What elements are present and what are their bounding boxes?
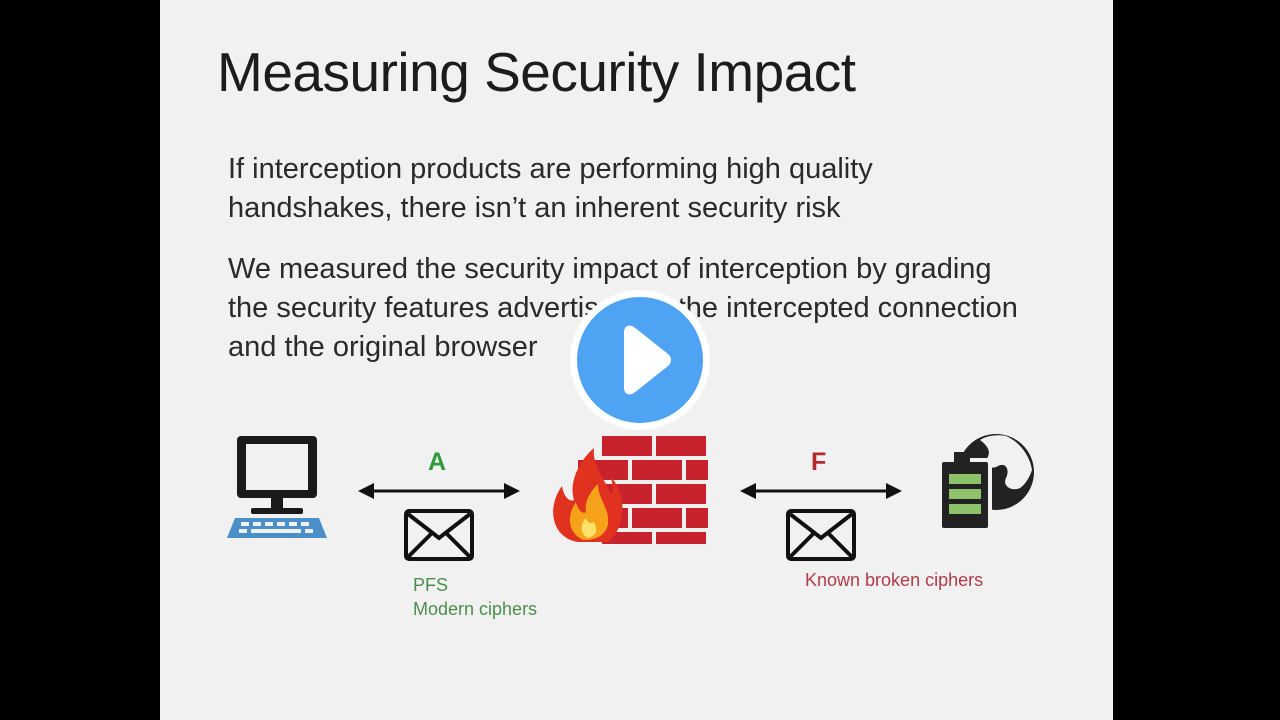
play-button[interactable] — [568, 288, 712, 432]
right-grade-label: F — [811, 448, 827, 476]
envelope-icon — [786, 509, 856, 561]
note-modern-ciphers: Modern ciphers — [413, 599, 538, 619]
computer-icon — [227, 436, 327, 538]
right-note: Known broken ciphers — [805, 570, 984, 590]
left-grade-label: A — [428, 448, 447, 476]
right-connection-arrow — [740, 483, 902, 499]
left-connection-arrow — [358, 483, 520, 499]
paragraph-1: If interception products are performing … — [228, 153, 873, 224]
firewall-icon — [553, 436, 708, 544]
server-globe-icon — [938, 434, 1034, 532]
note-pfs: PFS — [413, 575, 449, 595]
envelope-icon — [404, 509, 474, 561]
slide: Measuring Security Impact If interceptio… — [160, 0, 1113, 720]
slide-title: Measuring Security Impact — [217, 41, 856, 103]
play-icon — [624, 325, 671, 395]
left-notes: PFS Modern ciphers — [413, 573, 537, 621]
